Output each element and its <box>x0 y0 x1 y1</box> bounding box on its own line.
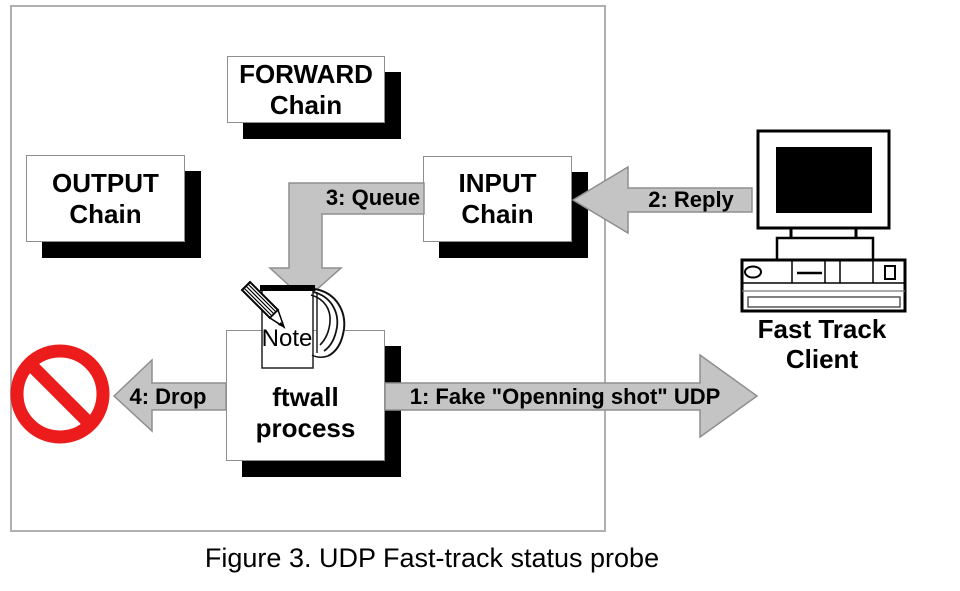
queue-arrow-label: 3: Queue <box>325 185 421 210</box>
node-label-line2: process <box>255 412 356 443</box>
client-label: Fast Track Client <box>720 314 924 374</box>
node-output-chain: OUTPUT Chain <box>26 155 185 242</box>
client-label-line1: Fast Track <box>757 314 887 344</box>
node-input-chain: INPUT Chain <box>423 156 572 242</box>
reply-arrow-label: 2: Reply <box>648 187 734 212</box>
node-label-line1: INPUT <box>458 168 537 198</box>
node-label-line1: FORWARD <box>239 58 373 89</box>
client-label-line2: Client <box>785 344 859 374</box>
node-label-line2: Chain <box>269 89 343 120</box>
node-label-line2: Chain <box>69 198 142 229</box>
node-forward-chain: FORWARD Chain <box>227 56 385 123</box>
drop-arrow-label: 4: Drop <box>129 384 207 409</box>
computer-icon <box>740 129 907 313</box>
fake-udp-arrow-label: 1: Fake "Openning shot" UDP <box>409 384 721 409</box>
node-label-line1: ftwall <box>272 381 339 412</box>
figure-caption: Figure 3. UDP Fast-track status probe <box>204 543 660 573</box>
note-label: Note <box>261 325 313 352</box>
node-label-line1: OUTPUT <box>52 167 159 198</box>
node-label-line2: Chain <box>461 199 534 229</box>
